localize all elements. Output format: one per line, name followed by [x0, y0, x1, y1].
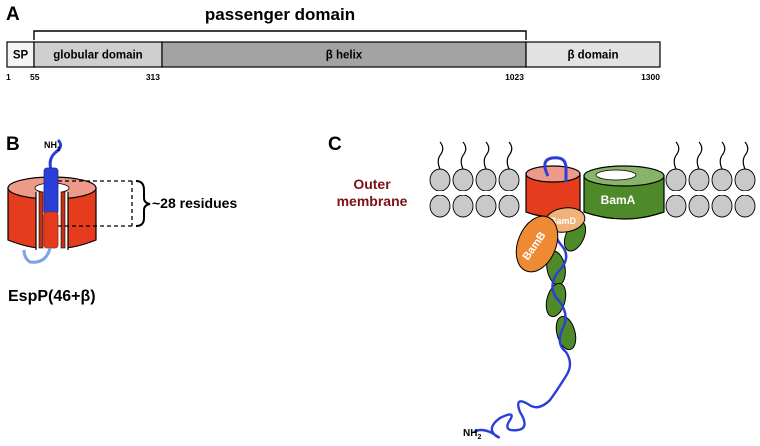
segment-label-2: β helix	[326, 50, 363, 62]
residue-tick-1023: 1023	[505, 72, 524, 82]
lps-chain	[506, 141, 513, 170]
lipid-head	[475, 194, 497, 218]
passenger-domain-label: passenger domain	[205, 5, 355, 24]
segment-0	[6, 41, 35, 68]
panel-c-nh2: NH2	[463, 428, 481, 441]
construct-label: EspP(46+β)	[8, 288, 96, 305]
lps-chain	[460, 141, 467, 170]
domain-bar: SP globular domain β helix β domain	[6, 41, 661, 68]
lps-chain	[696, 141, 703, 170]
lipid-head	[498, 194, 520, 218]
bamb-lipoprotein: BamB	[515, 215, 559, 273]
residue-tick-1: 1	[6, 72, 11, 82]
helix-loop	[22, 247, 52, 264]
helix-red-segment	[43, 211, 59, 249]
lipid-head	[429, 194, 451, 218]
lps-chain	[719, 141, 726, 170]
segment-3	[525, 41, 661, 68]
lps-chain	[483, 141, 490, 170]
lipid-head	[734, 194, 756, 218]
segment-1	[33, 41, 163, 68]
segment-label-3: β domain	[567, 50, 618, 62]
potra-chain	[473, 211, 587, 439]
membrane-label-line1: Outer	[353, 176, 391, 192]
lipid-head	[688, 168, 710, 192]
polypeptide-chain	[473, 211, 572, 439]
lipid-head	[734, 168, 756, 192]
barrel-diagram: NH2 ~28 residues	[7, 138, 237, 264]
lipid-head	[665, 168, 687, 192]
segment-label-1: globular domain	[53, 50, 142, 62]
lipid-head	[452, 194, 474, 218]
espp-barrel	[525, 156, 581, 218]
lipid-head	[711, 194, 733, 218]
lps-chain	[437, 141, 444, 170]
lipid-head	[665, 194, 687, 218]
panel-b-nh2: NH2	[44, 140, 61, 153]
bama-label: BamA	[601, 193, 636, 207]
lipid-head	[498, 168, 520, 192]
lps-chain	[673, 141, 680, 170]
helix-blue-segment	[43, 167, 59, 215]
bama-barrel: BamA	[583, 165, 665, 220]
panel-b-label: B	[6, 134, 20, 155]
residue-brace	[135, 180, 151, 227]
segment-2	[161, 41, 527, 68]
lps-chain	[742, 141, 749, 170]
lipid-head	[429, 168, 451, 192]
residue-ticks: 1 55 313 1023 1300	[6, 72, 660, 82]
lipid-head	[475, 168, 497, 192]
bamd-label: BamD	[550, 216, 577, 226]
lipid-head	[452, 168, 474, 192]
residue-tick-55: 55	[30, 72, 40, 82]
residues-label: ~28 residues	[152, 195, 237, 211]
panel-c-label: C	[328, 134, 342, 155]
residue-tick-313: 313	[146, 72, 160, 82]
passenger-domain-bracket: passenger domain	[33, 5, 527, 40]
n-terminal-tail	[48, 138, 63, 176]
membrane-label-line2: membrane	[337, 193, 408, 209]
lipid-head	[711, 168, 733, 192]
lipid-head	[688, 194, 710, 218]
residue-tick-1300: 1300	[641, 72, 660, 82]
segment-label-0: SP	[13, 50, 29, 62]
panel-a-label: A	[6, 4, 20, 25]
